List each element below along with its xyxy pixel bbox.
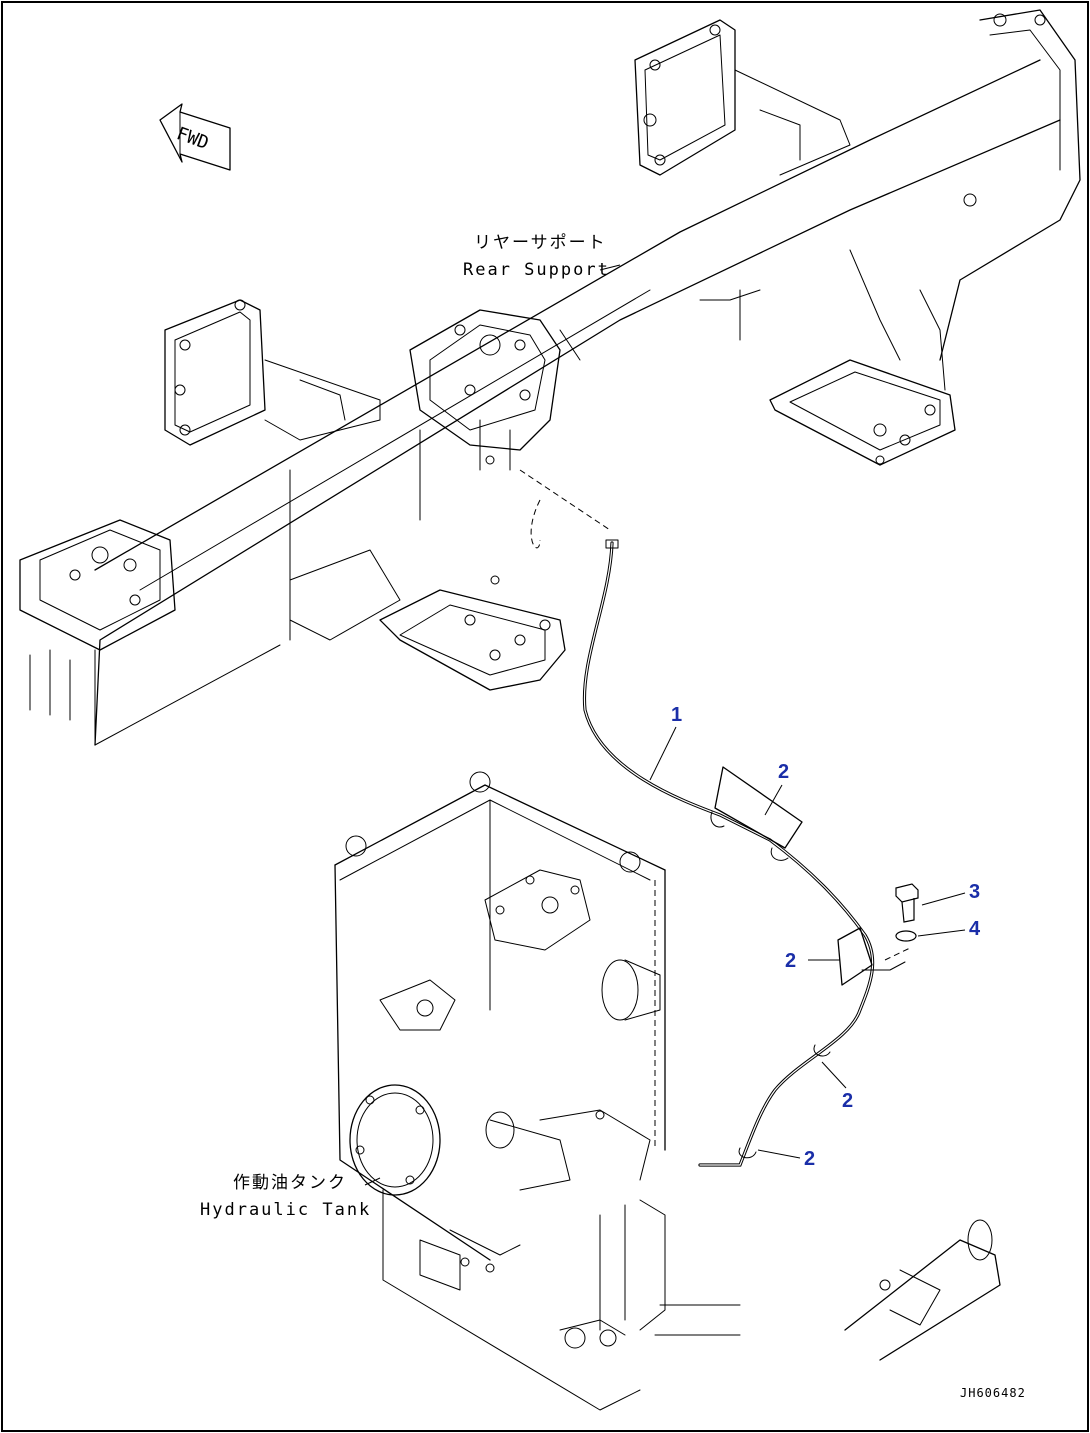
callout-2-lower-number: 2 [842,1090,853,1112]
callout-2-bottom-number: 2 [804,1148,815,1170]
hose-cover-upper [714,766,803,849]
rear-support-leader [599,264,621,271]
bolt-part-3 [895,883,919,923]
callout-2-upper[interactable]: 2 [764,761,789,816]
hydraulic-tank-label-jp: 作動油タンク [233,1173,347,1193]
rear-support-label-en: Rear Support [463,260,610,280]
hose-part-1 [582,541,875,1167]
washer-part-4 [895,930,917,942]
callout-2-upper-number: 2 [778,761,789,783]
rear-support-label-jp: リヤーサポート [474,233,607,253]
fwd-label: FWD [174,123,212,154]
callout-4-number: 4 [969,918,981,940]
pipe-bottom-right [844,1219,1001,1361]
callout-2-lower[interactable]: 2 [821,1061,853,1112]
callout-3-number: 3 [969,881,980,903]
callout-2-bottom[interactable]: 2 [757,1148,815,1170]
hose-cover-middle [837,927,873,986]
callout-2-middle[interactable]: 2 [785,950,840,972]
callout-1[interactable]: 1 [649,704,682,781]
hydraulic-tank-drawing [334,771,741,1411]
callout-1-number: 1 [671,704,682,726]
callout-2-middle-number: 2 [785,950,796,972]
hydraulic-tank-label-en: Hydraulic Tank [200,1200,371,1220]
callout-4[interactable]: 4 [917,918,981,940]
callout-3[interactable]: 3 [921,881,980,906]
hose-assembly [582,539,919,1167]
fwd-arrow-icon: FWD [159,103,231,171]
hydraulic-tank-leader [364,1177,381,1186]
drawing-code: JH606482 [960,1386,1026,1400]
rear-frame-drawing [19,9,1081,746]
